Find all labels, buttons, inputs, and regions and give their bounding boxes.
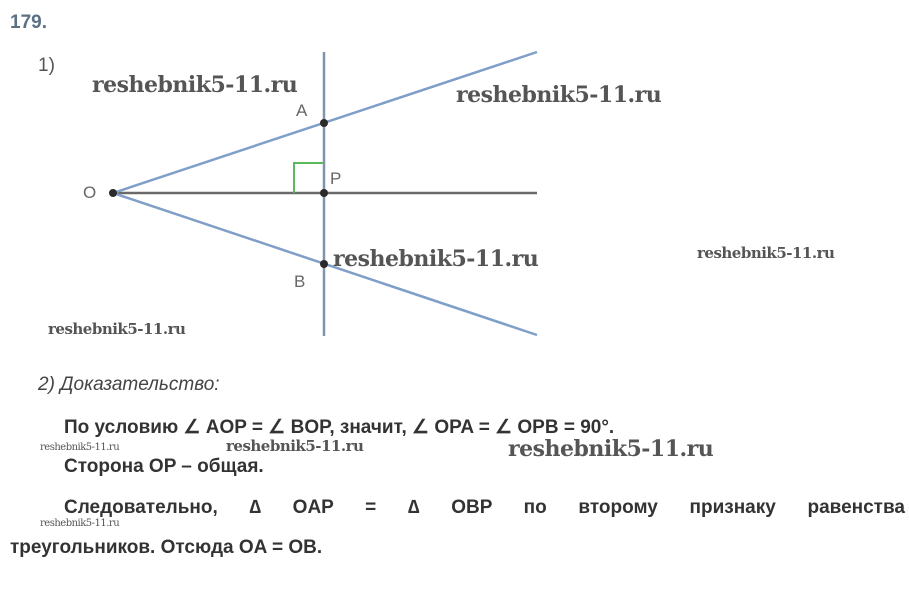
point-P [320,189,328,197]
watermark: reshebnik5-11.ru [48,320,186,338]
watermark: reshebnik5-11.ru [508,436,714,462]
label-A: A [296,101,308,120]
label-B: B [294,272,305,291]
problem-number: 179. [10,12,47,33]
part1-label: 1) [38,55,55,76]
watermark: reshebnik5-11.ru [92,72,298,98]
watermark: reshebnik5-11.ru [697,244,835,262]
proof-line-4: треугольников. Отсюда OA = OB. [10,537,323,558]
point-B [320,260,328,268]
watermark: reshebnik5-11.ru [40,442,120,453]
right-angle-mark [293,162,324,193]
proof-line-1: По условию ∠ AOP = ∠ BOP, значит, ∠ OPA … [64,417,615,438]
watermark: reshebnik5-11.ru [40,518,120,529]
geometry-figure: O A P B [83,50,538,337]
proof-line-3: Следовательно, ∆ OAP = ∆ OBP по второму … [64,497,905,518]
proof-line-2: Сторона OP – общая. [64,456,264,477]
watermark: reshebnik5-11.ru [456,82,662,108]
proof-heading: 2) Доказательство: [38,374,220,395]
point-O [109,189,117,197]
label-O: O [83,183,96,202]
watermark: reshebnik5-11.ru [333,246,539,272]
point-A [320,119,328,127]
label-P: P [330,169,341,188]
watermark: reshebnik5-11.ru [226,437,364,455]
